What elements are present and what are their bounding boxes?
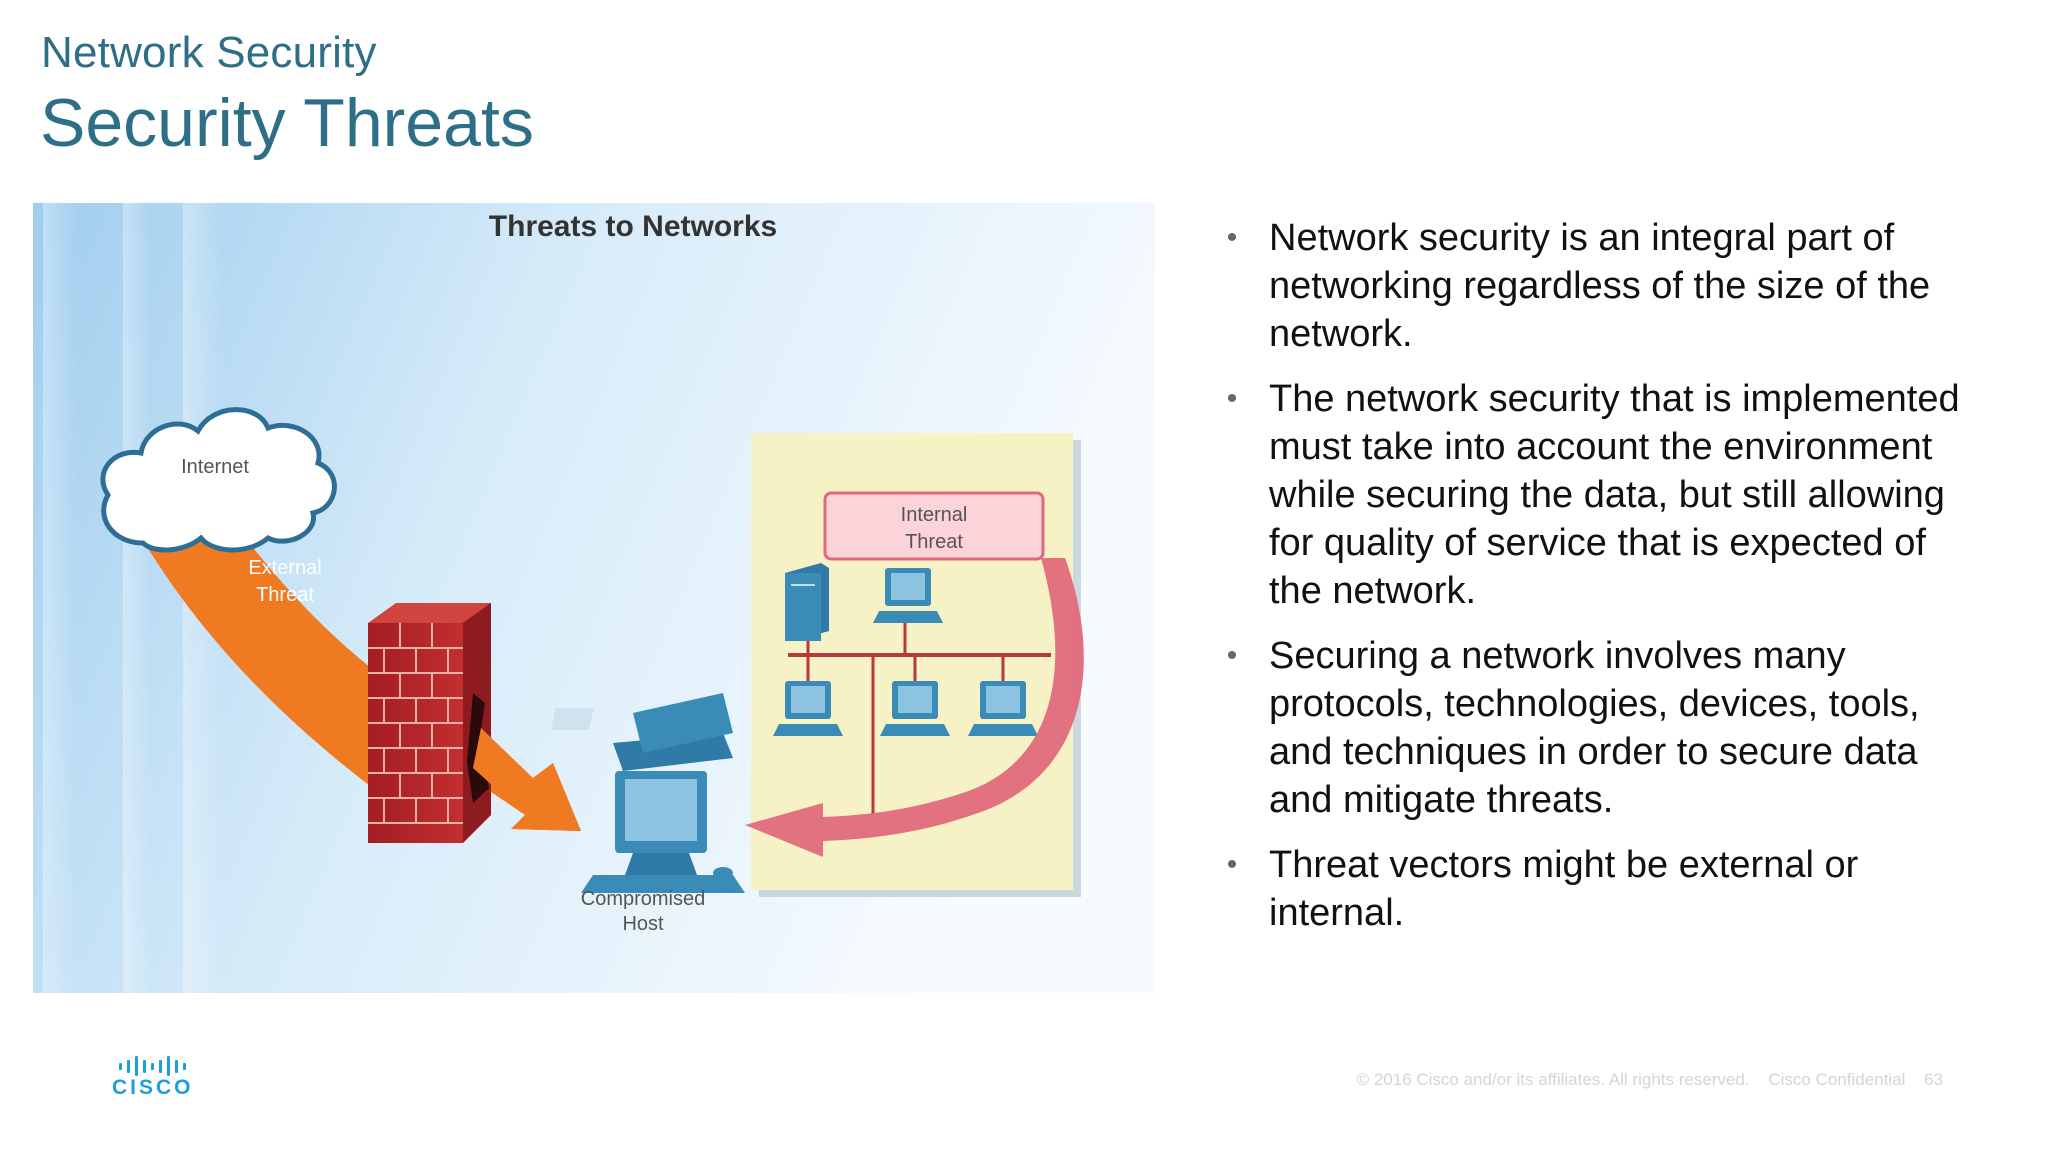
slide-footer: © 2016 Cisco and/or its affiliates. All … [1343,1070,1943,1090]
cisco-wordmark: CISCO [112,1076,194,1099]
copyright-text: © 2016 Cisco and/or its affiliates. All … [1356,1070,1750,1089]
internet-cloud-icon: Internet [100,407,337,553]
bullet-list: • Network security is an integral part o… [1221,214,1981,954]
cisco-bars-icon [112,1056,192,1076]
workstation-icon [880,681,950,736]
host-label-2: Host [622,913,664,935]
internal-threat-arrow [745,558,1084,857]
bullet-marker: • [1226,382,1238,415]
workstation-icon [873,568,943,623]
workstation-icon [968,681,1038,736]
bullet-item: • The network security that is implement… [1221,375,1981,615]
bullet-marker: • [1226,221,1238,254]
bullet-item: • Securing a network involves many proto… [1221,632,1981,824]
ip-phone-icon [550,693,733,771]
slide-title: Security Threats [40,85,534,161]
page-number: 63 [1924,1070,1943,1089]
internal-network-panel: Internal Threat [745,433,1084,897]
bullet-item: • Network security is an integral part o… [1221,214,1981,358]
compromised-host-icon [581,771,745,893]
internal-threat-callout [823,491,1045,561]
diagram-title: Threats to Networks [489,210,777,243]
workstation-icon [773,681,843,736]
confidential-text: Cisco Confidential [1768,1070,1906,1089]
bullet-marker: • [1226,639,1238,672]
internal-threat-label-2: Threat [905,531,963,553]
cisco-logo: CISCO [112,1056,194,1099]
bullet-text: The network security that is implemented… [1269,378,1960,612]
internet-label: Internet [181,456,249,478]
server-icon [785,563,829,641]
bullet-marker: • [1226,848,1238,881]
external-threat-label-2: Threat [256,584,314,606]
bullet-text: Network security is an integral part of … [1269,217,1931,355]
internal-threat-label-1: Internal [901,504,968,526]
host-label-1: Compromised [581,888,705,910]
threats-diagram: Threats to Networks Internet External Th… [33,203,1155,993]
bullet-item: • Threat vectors might be external or in… [1221,841,1981,937]
firewall-icon [368,603,491,843]
external-threat-label-1: External [248,557,321,579]
section-subtitle: Network Security [41,28,377,77]
bullet-text: Threat vectors might be external or inte… [1269,844,1859,934]
bullet-text: Securing a network involves many protoco… [1269,635,1920,821]
